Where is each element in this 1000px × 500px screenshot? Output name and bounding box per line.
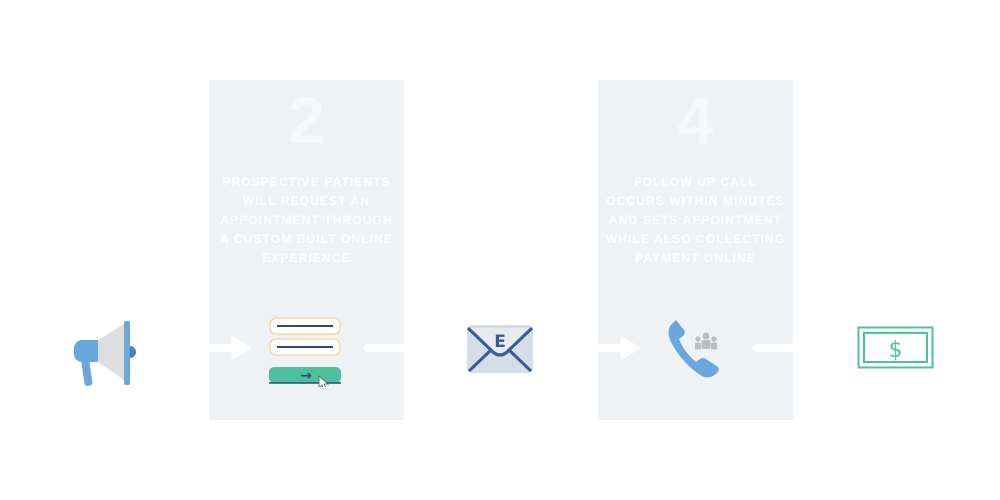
line-connector (753, 344, 795, 352)
currency-symbol: $ (889, 338, 903, 363)
cursor-icon (318, 375, 330, 387)
arrow-connector (209, 336, 251, 360)
arrow-connector (598, 336, 640, 360)
step-4-number: 4 (677, 83, 714, 157)
envelope-letter: E (494, 332, 506, 352)
dollar-bill-icon: $ (857, 326, 934, 369)
step-2-panel: 2 Prospective patients will request an a… (209, 80, 404, 420)
online-form-icon: → (269, 317, 341, 387)
people-group-icon (695, 332, 717, 350)
step-2-description: Prospective patients will request an app… (220, 175, 393, 265)
megaphone-icon (74, 321, 136, 386)
line-connector (364, 344, 406, 352)
step-2-number: 2 (288, 83, 325, 157)
email-envelope-icon: E (466, 325, 534, 373)
step-4-description: Follow up call occurs within minutes and… (605, 175, 786, 265)
submit-arrow: → (300, 368, 312, 384)
phone-call-icon (668, 320, 719, 378)
